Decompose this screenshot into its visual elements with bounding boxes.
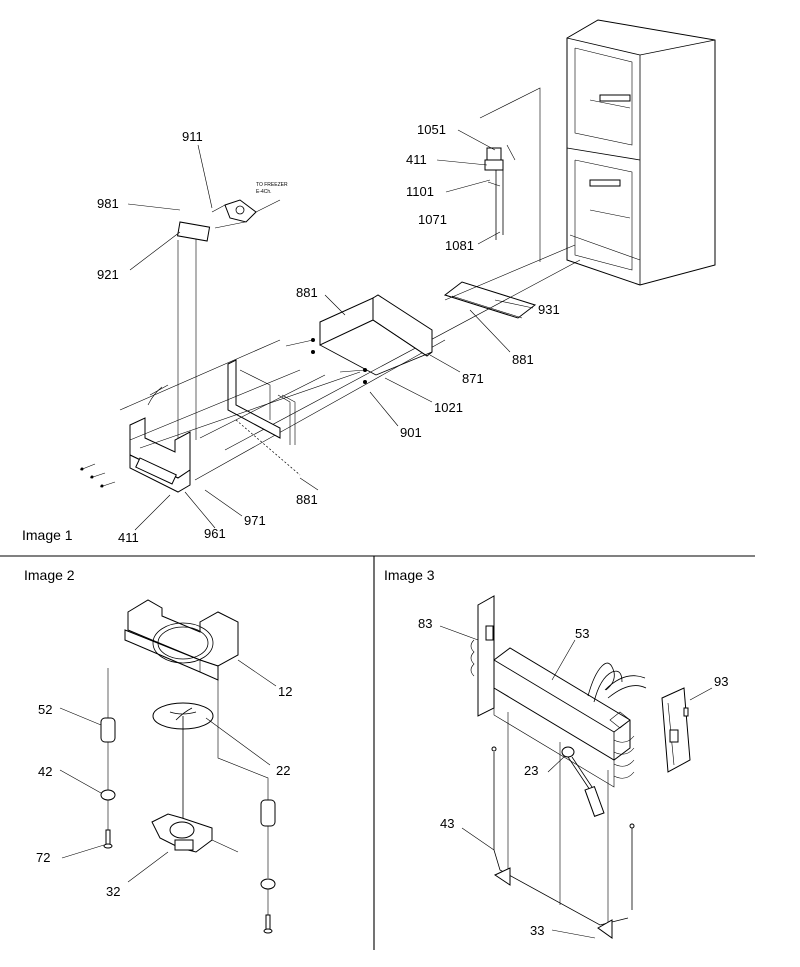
label-93: 93 [714, 674, 728, 689]
back-panel-outline [479, 87, 541, 262]
label-411-top: 411 [406, 152, 427, 167]
label-1051: 1051 [417, 122, 446, 137]
label-1021: 1021 [434, 400, 463, 415]
evaporator-tubing [587, 662, 647, 729]
label-981: 981 [97, 196, 119, 211]
label-881-bottom: 881 [296, 492, 318, 507]
image2-labels: 12 52 22 42 72 32 [36, 684, 292, 899]
label-901: 901 [400, 425, 422, 440]
refrigerator-cabinet [566, 19, 716, 286]
image1-leaders [127, 129, 534, 531]
image1-labels: 911 981 921 1051 411 1101 1071 1081 881 … [97, 122, 560, 545]
label-921: 921 [97, 267, 119, 282]
label-931: 931 [538, 302, 560, 317]
center-bracket [227, 359, 301, 476]
label-43: 43 [440, 816, 454, 831]
label-32: 32 [106, 884, 120, 899]
image3-labels: 83 53 93 23 43 33 [418, 616, 728, 938]
image1-drawing [79, 19, 716, 531]
label-1081: 1081 [445, 238, 474, 253]
duct-bracket [484, 144, 516, 240]
label-971: 971 [244, 513, 266, 528]
evaporator-cover [319, 294, 433, 376]
label-33: 33 [530, 923, 544, 938]
evaporator-body [493, 647, 635, 788]
label-871: 871 [462, 371, 484, 386]
defrost-thermostat [561, 746, 605, 817]
fan-shroud [124, 599, 239, 681]
grommets-left [100, 668, 116, 849]
heater-plate [507, 712, 609, 925]
label-72: 72 [36, 850, 50, 865]
image3-leaders [439, 625, 713, 939]
duct-assembly [129, 232, 197, 493]
evaporator-left-bracket [470, 595, 495, 717]
label-1071: 1071 [418, 212, 447, 227]
label-1101: 1101 [406, 184, 434, 199]
fan-motor [151, 813, 239, 853]
caption-image1: Image 1 [22, 527, 73, 543]
label-881-right: 881 [512, 352, 534, 367]
label-881-top: 881 [296, 285, 318, 300]
fan-assembly-top [176, 199, 281, 242]
image3-drawing [439, 595, 713, 939]
label-22: 22 [276, 763, 290, 778]
evaporator-right-bracket [661, 687, 691, 773]
fan-blade [152, 702, 214, 820]
label-911: 911 [182, 129, 203, 144]
label-52: 52 [38, 702, 52, 717]
caption-image3: Image 3 [384, 567, 435, 583]
note-line2: E-4Ch. [256, 189, 272, 195]
label-83: 83 [418, 616, 432, 631]
label-12: 12 [278, 684, 292, 699]
note-line1: TO FREEZER [256, 182, 288, 188]
label-42: 42 [38, 764, 52, 779]
label-53: 53 [575, 626, 589, 641]
image2-drawing [59, 599, 277, 934]
screws [79, 338, 367, 488]
label-961: 961 [204, 526, 226, 541]
defrost-heater [491, 746, 635, 939]
grommets-right [217, 680, 276, 934]
cross-bracket [443, 281, 537, 319]
label-23: 23 [524, 763, 538, 778]
caption-image2: Image 2 [24, 567, 75, 583]
label-411-bottom: 411 [118, 530, 139, 545]
image2-leaders [59, 659, 277, 883]
